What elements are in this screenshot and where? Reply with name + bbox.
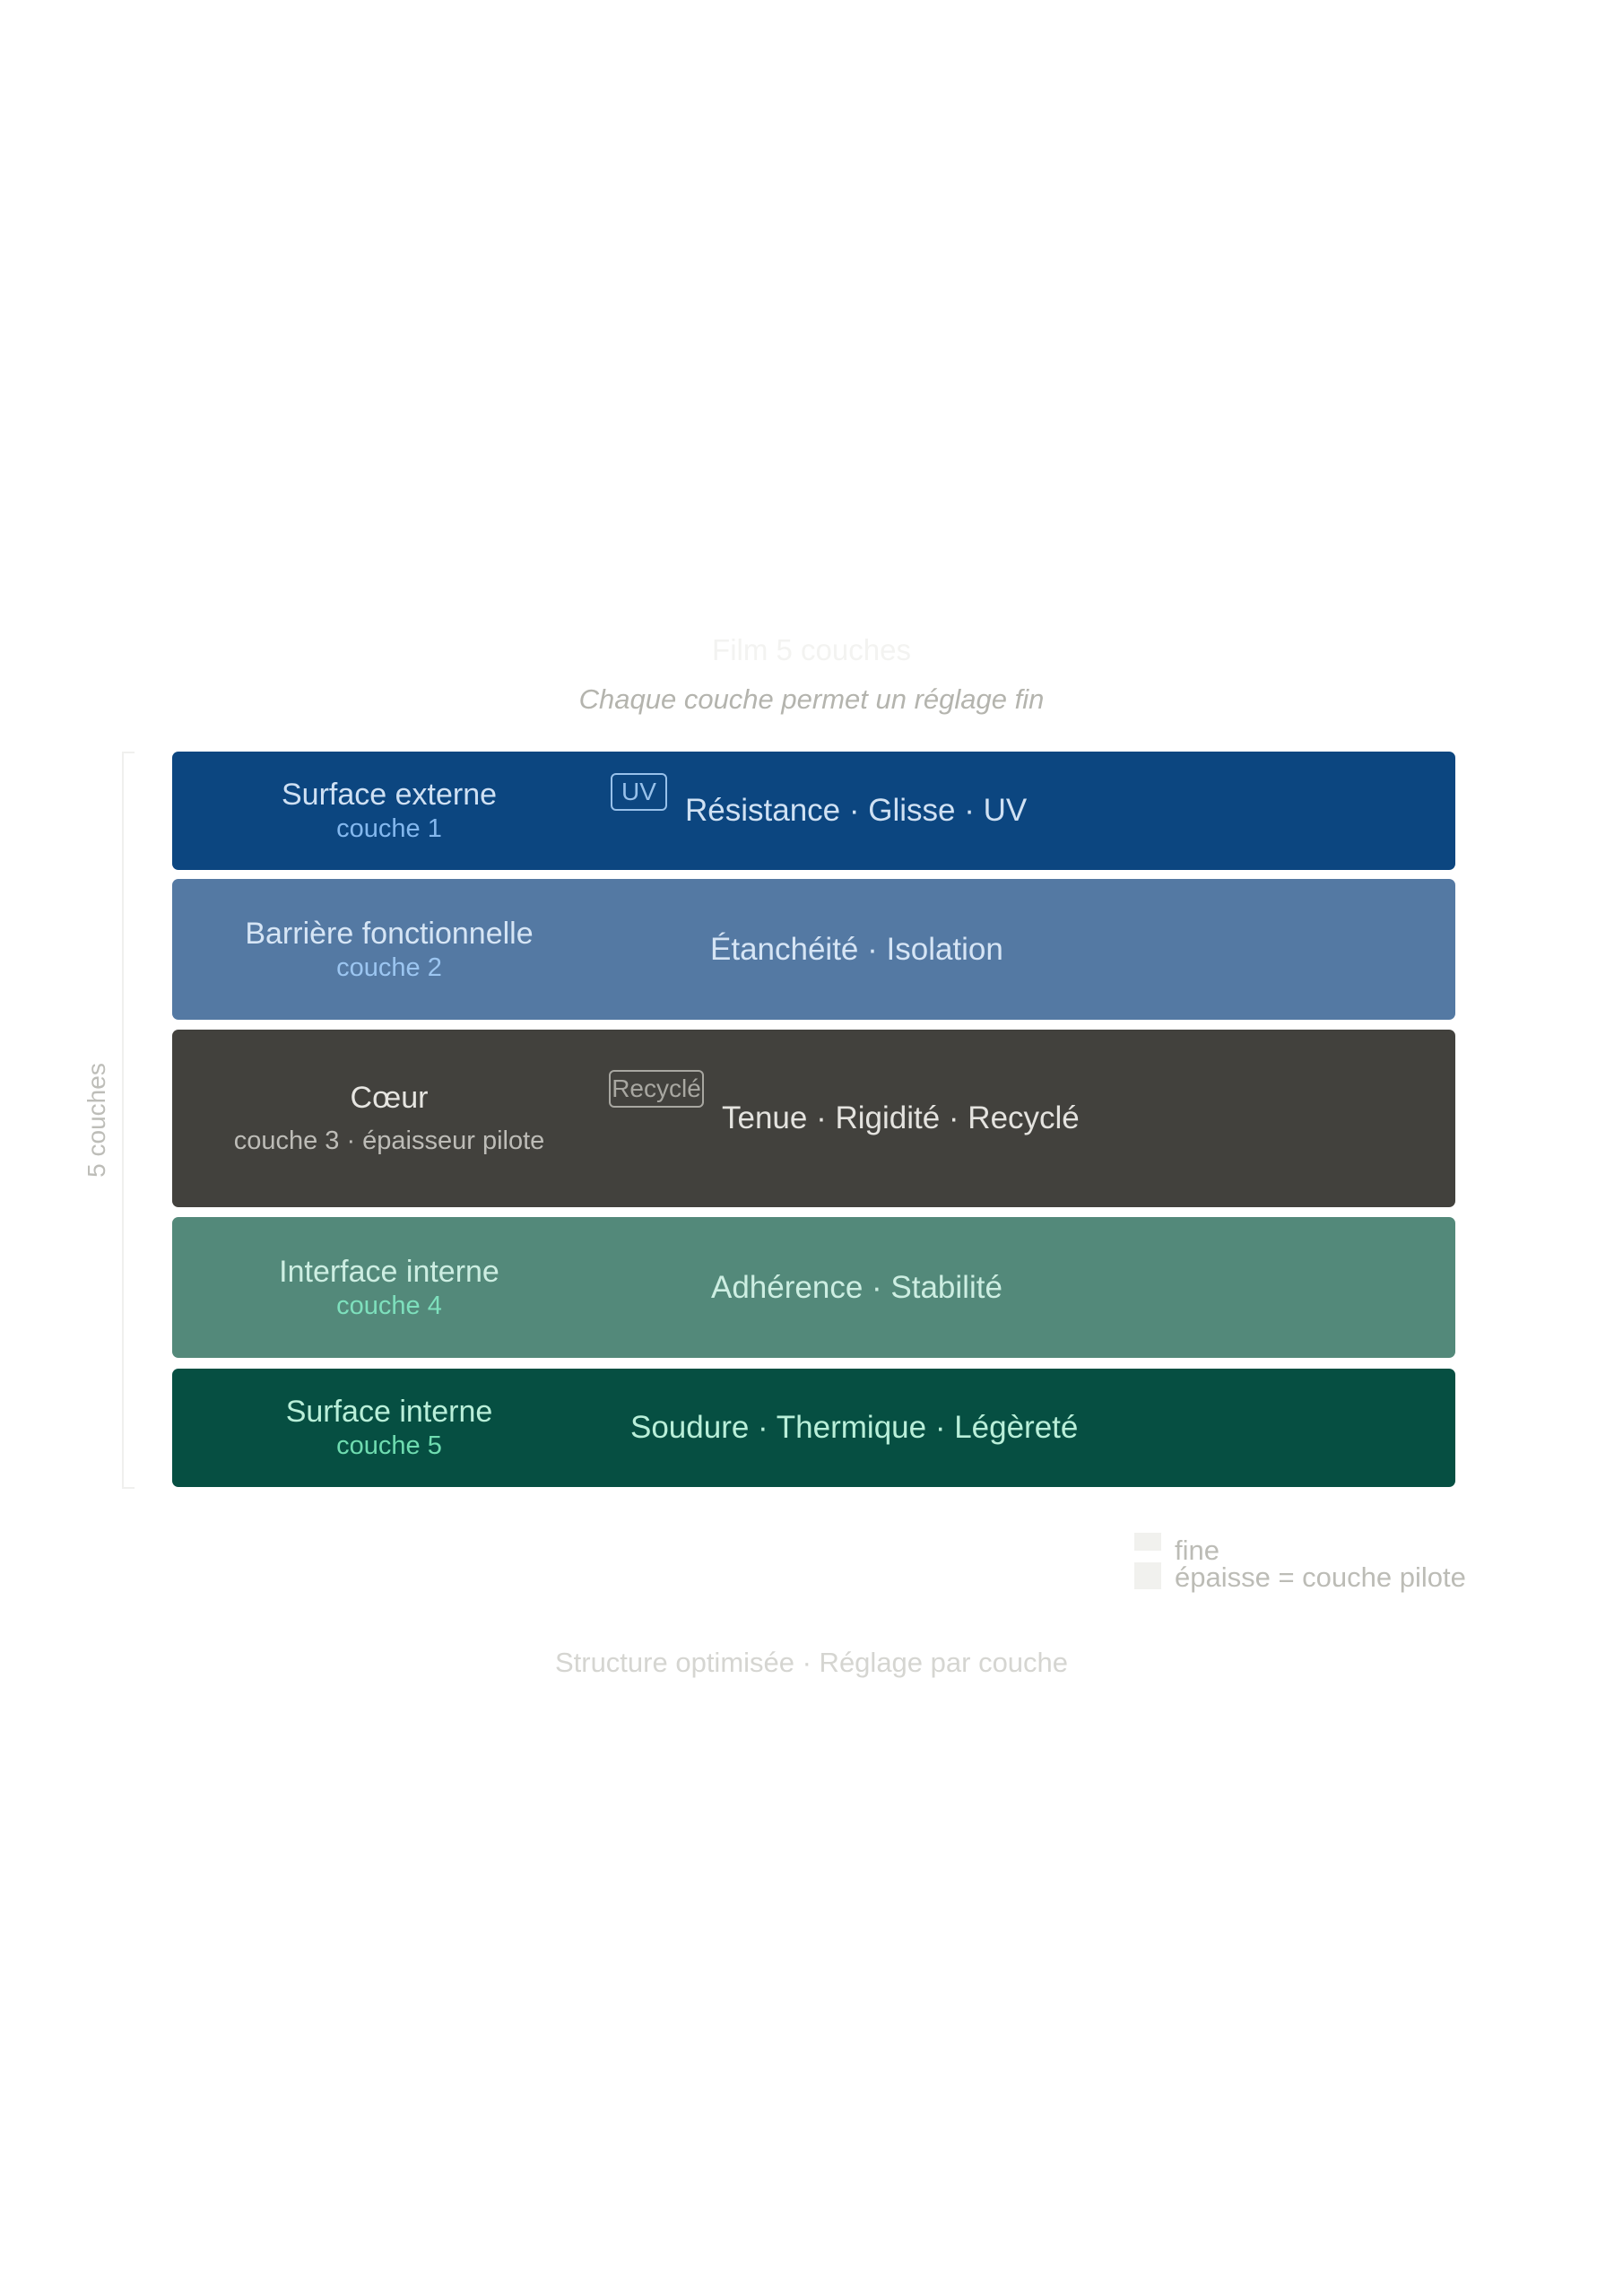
layer-2-sub: couche 2 <box>336 952 442 982</box>
layer-5-label: Surface interne couche 5 <box>172 1394 606 1462</box>
layer-1-name: Surface externe <box>281 778 498 812</box>
layer-2-label: Barrière fonctionnelle couche 2 <box>172 916 606 984</box>
layer-4-label: Interface interne couche 4 <box>172 1254 606 1322</box>
layer-1-badge: UV <box>611 773 667 811</box>
bracket-label: 5 couches <box>82 1052 111 1188</box>
layer-1-label: Surface externe couche 1 <box>172 777 606 845</box>
legend-thin-label: fine <box>1175 1535 1219 1566</box>
layer-5-properties: Soudure · Thermique · Légèreté <box>630 1410 1079 1445</box>
layer-3-sub: couche 3 · épaisseur pilote <box>233 1126 545 1155</box>
layer-1-properties: Résistance · Glisse · UV <box>685 793 1028 828</box>
layer-5: Surface interne couche 5 Soudure · Therm… <box>172 1369 1455 1487</box>
legend-thick-swatch <box>1134 1562 1161 1589</box>
diagram-title: Film 5 couches <box>712 633 911 666</box>
layer-4-sub: couche 4 <box>336 1291 442 1320</box>
layer-4: Interface interne couche 4 Adhérence · S… <box>172 1217 1455 1358</box>
layer-3-properties: Tenue · Rigidité · Recyclé <box>722 1100 1080 1135</box>
layer-1-sub: couche 1 <box>336 814 442 843</box>
layer-3-name: Cœur <box>350 1081 429 1115</box>
layer-5-name: Surface interne <box>285 1395 493 1429</box>
diagram-subtitle: Chaque couche permet un réglage fin <box>578 683 1045 715</box>
diagram-footer: Structure optimisée · Réglage par couche <box>554 1647 1069 1678</box>
layer-4-properties: Adhérence · Stabilité <box>711 1269 1002 1305</box>
layer-bracket <box>122 752 135 1489</box>
layer-3-badge: Recyclé <box>609 1070 704 1108</box>
layer-3-label: Cœur couche 3 · épaisseur pilote <box>172 1080 606 1157</box>
layer-2: Barrière fonctionnelle couche 2 Étanchéi… <box>172 879 1455 1020</box>
layer-1: Surface externe couche 1 UV Résistance ·… <box>172 752 1455 870</box>
layer-2-name: Barrière fonctionnelle <box>245 916 534 951</box>
layer-5-sub: couche 5 <box>336 1431 442 1460</box>
layer-2-properties: Étanchéité · Isolation <box>710 931 1003 967</box>
layer-4-name: Interface interne <box>279 1254 499 1289</box>
legend-thick-label: épaisse = couche pilote <box>1175 1561 1466 1593</box>
legend-thin-swatch <box>1134 1533 1161 1551</box>
layer-3: Cœur couche 3 · épaisseur pilote Recyclé… <box>172 1030 1455 1207</box>
